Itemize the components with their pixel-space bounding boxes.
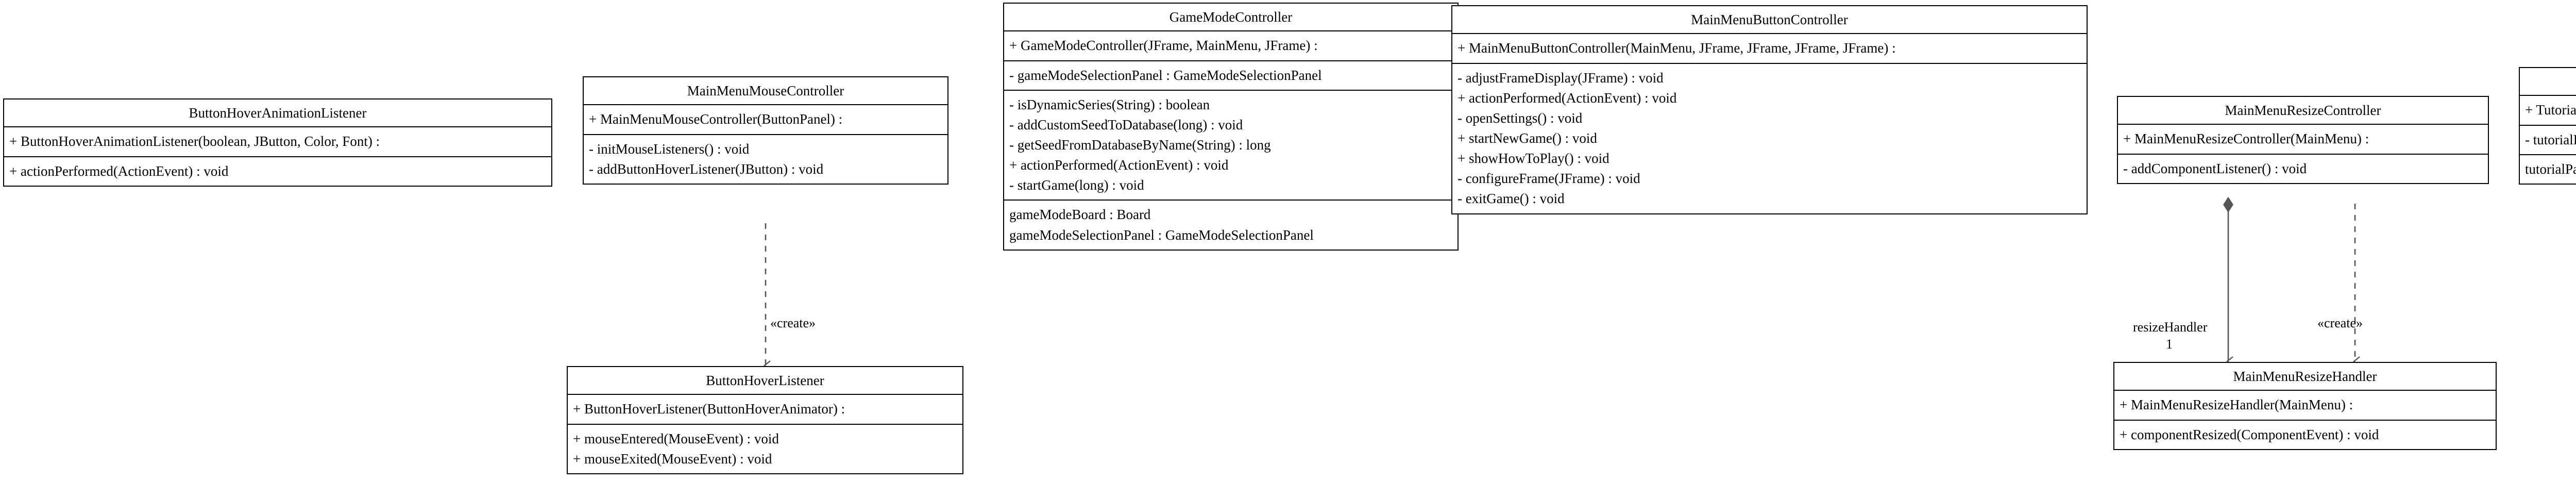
class-feature: + actionPerformed(ActionEvent) : void [1458,90,1677,106]
operations-compartment: + actionPerformed(ActionEvent) : void [4,156,551,186]
class-name-compartment: GameModeController [1004,4,1458,30]
operations-compartment: + componentResized(ComponentEvent) : voi… [2114,419,2496,449]
class-feature: + actionPerformed(ActionEvent) : void [9,163,229,179]
class-name: MainMenuResizeController [2225,103,2381,118]
operations-compartment: + TutorialController(MainMenu, JFrame) : [2520,95,2576,124]
class-feature: - adjustFrameDisplay(JFrame) : void [1458,70,1664,86]
class-feature: + ButtonHoverListener(ButtonHoverAnimato… [573,401,845,417]
class-name-compartment: MainMenuResizeController [2118,97,2488,124]
operations-compartment: - adjustFrameDisplay(JFrame) : void + ac… [1452,62,2087,213]
class-name-compartment: ButtonHoverListener [568,367,962,394]
class-name-compartment: ButtonHoverAnimationListener [4,99,551,126]
operations-compartment: - isDynamicSeries(String) : boolean - ad… [1004,89,1458,200]
class-feature: - addCustomSeedToDatabase(long) : void [1009,117,1243,132]
class-box-button-hover-listener[interactable]: ButtonHoverListener + ButtonHoverListene… [567,366,963,474]
operations-compartment: + MainMenuMouseController(ButtonPanel) : [584,104,947,134]
operations-compartment: - initMouseListeners() : void - addButto… [584,134,947,184]
class-box-main-menu-resize-handler[interactable]: MainMenuResizeHandler + MainMenuResizeHa… [2113,362,2497,450]
class-feature: - configureFrame(JFrame) : void [1458,171,1640,187]
class-feature: - exitGame() : void [1458,191,1565,207]
class-feature: - getSeedFromDatabaseByName(String) : lo… [1009,137,1271,153]
class-box-button-hover-animation-listener[interactable]: ButtonHoverAnimationListener + ButtonHov… [3,98,552,187]
class-feature: + MainMenuResizeController(MainMenu) : [2123,131,2369,147]
class-feature: - isDynamicSeries(String) : boolean [1009,96,1210,112]
edge-label-create-button-hover-listener: «create» [770,316,816,330]
class-name-compartment: MainMenuButtonController [1452,6,2087,33]
class-feature: + GameModeController(JFrame, MainMenu, J… [1009,38,1318,54]
class-name-compartment: TutorialController [2520,68,2576,95]
operations-compartment: + MainMenuButtonController(MainMenu, JFr… [1452,33,2087,62]
class-feature: + TutorialController(MainMenu, JFrame) : [2525,102,2576,118]
edge-composition-resize-handler [2223,196,2233,367]
operations-compartment: + GameModeController(JFrame, MainMenu, J… [1004,30,1458,60]
class-feature: + actionPerformed(ActionEvent) : void [1009,157,1229,173]
class-name: ButtonHoverListener [706,373,824,388]
operations-compartment: + mouseEntered(MouseEvent) : void + mous… [568,423,962,473]
edge-label-create-resize-handler: «create» [2317,316,2363,330]
operations-compartment: + MainMenuResizeController(MainMenu) : [2118,124,2488,153]
attributes-compartment: - tutorialPanel : TutorialPanel [2520,124,2576,154]
class-box-game-mode-controller[interactable]: GameModeController + GameModeController(… [1003,3,1459,251]
class-feature: - startGame(long) : void [1009,177,1144,193]
class-feature: - addButtonHoverListener(JButton) : void [589,161,824,177]
class-feature: gameModeBoard : Board [1009,207,1151,223]
class-name-compartment: MainMenuResizeHandler [2114,363,2496,390]
operations-compartment: + MainMenuResizeHandler(MainMenu) : [2114,390,2496,419]
operations-compartment: + ButtonHoverListener(ButtonHoverAnimato… [568,394,962,423]
class-name: TutorialController [2525,72,2576,91]
class-feature: + MainMenuMouseController(ButtonPanel) : [589,111,843,127]
class-feature: + mouseEntered(MouseEvent) : void [573,430,779,446]
class-name-compartment: MainMenuMouseController [584,77,947,104]
class-box-main-menu-mouse-controller[interactable]: MainMenuMouseController + MainMenuMouseC… [583,76,948,185]
attributes-compartment: tutorialPanel : JPanel [2520,154,2576,184]
class-feature: + mouseExited(MouseEvent) : void [573,451,772,467]
class-feature: + MainMenuResizeHandler(MainMenu) : [2120,397,2353,413]
class-feature: + MainMenuButtonController(MainMenu, JFr… [1458,40,1896,56]
operations-compartment: + ButtonHoverAnimationListener(boolean, … [4,126,551,156]
class-feature: + componentResized(ComponentEvent) : voi… [2120,426,2379,442]
attributes-compartment: - gameModeSelectionPanel : GameModeSelec… [1004,60,1458,90]
class-feature: + showHowToPlay() : void [1458,151,1609,167]
edge-label-resize-handler-role: resizeHandler [2133,320,2208,335]
class-box-main-menu-resize-controller[interactable]: MainMenuResizeController + MainMenuResiz… [2117,96,2489,184]
edge-label-resize-handler-multiplicity: 1 [2166,337,2173,352]
class-feature: - gameModeSelectionPanel : GameModeSelec… [1009,67,1322,83]
class-feature: - addComponentListener() : void [2123,160,2307,176]
class-feature: + ButtonHoverAnimationListener(boolean, … [9,134,380,150]
class-name: MainMenuMouseController [687,83,844,98]
class-feature: gameModeSelectionPanel : GameModeSelecti… [1009,227,1314,243]
class-name: GameModeController [1169,9,1293,25]
class-feature: - initMouseListeners() : void [589,141,750,157]
attributes-compartment: gameModeBoard : Board gameModeSelectionP… [1004,200,1458,249]
class-feature: - tutorialPanel : TutorialPanel [2525,131,2576,147]
class-box-main-menu-button-controller[interactable]: MainMenuButtonController + MainMenuButto… [1451,5,2088,214]
class-name: MainMenuButtonController [1691,12,1848,27]
class-name: MainMenuResizeHandler [2233,369,2377,384]
class-feature: + startNewGame() : void [1458,130,1597,146]
class-feature: - openSettings() : void [1458,110,1583,126]
class-box-tutorial-controller[interactable]: TutorialController + TutorialController(… [2519,67,2576,185]
class-name: ButtonHoverAnimationListener [189,105,367,121]
class-feature: tutorialPanel : JPanel [2525,161,2576,177]
operations-compartment: - addComponentListener() : void [2118,153,2488,183]
